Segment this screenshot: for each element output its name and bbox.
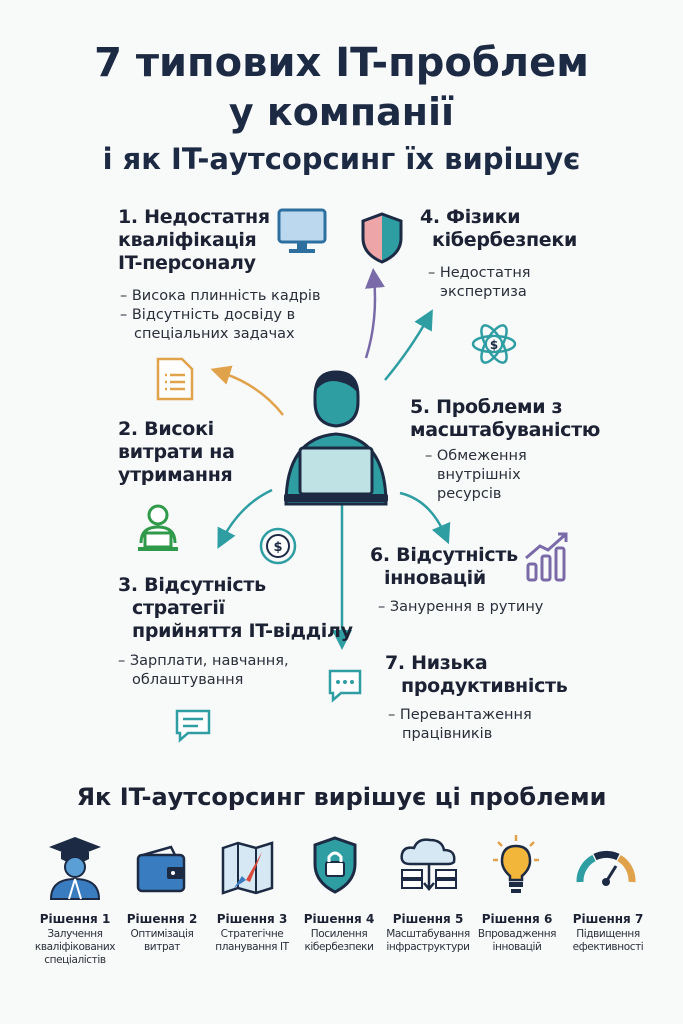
heading-line: інновацій [384,567,486,589]
solution-desc: Масштабування інфраструктури [386,928,470,953]
heading-line: 7. Низька [385,652,488,674]
shield-lock-icon [313,836,357,894]
heading-line: 3. Відсутність [118,574,266,596]
message-icon [175,709,211,743]
arrow-6 [399,491,451,545]
svg-text:$: $ [273,540,282,555]
problem-6-bullets: – Занурення в рутину [378,598,543,617]
heading-line: стратегії [132,597,225,619]
monitor-icon [277,208,327,253]
document-icon [156,357,194,401]
heading-line: прийняття IT-відділу [132,620,353,642]
solution-desc: Стратегічне планування IT [215,928,289,953]
problem-4-bullets: – Недостатня экспертиза [428,264,531,302]
problem-2-heading: 2. Високі витрати на утримання [118,418,235,487]
arrow-3 [217,488,273,549]
bullet: – Висока плинність кадрів [120,288,321,304]
solution-1: Рішення 1 Залучення кваліфікованих спеціа… [29,912,121,967]
heading-line: 1. Недостатня [118,206,270,228]
solution-title: Рішення 6 [481,912,553,926]
heading-line: 5. Проблеми з [410,396,563,418]
heading-line: масштабуваністю [410,419,601,441]
lightbulb-icon [493,835,539,893]
solution-desc: Посилення кібербезпеки [304,928,374,953]
solution-2: Рішення 2 Оптимізація витрат [116,912,208,954]
problem-6-heading: 6. Відсутність інновацій [370,544,518,590]
dollar-orbit-icon: $ [259,527,297,565]
problem-3-heading: 3. Відсутність стратегії прийняття IT-ві… [118,574,353,643]
problem-5-heading: 5. Проблеми з масштабуваністю [410,396,600,442]
growth-chart-icon [525,532,568,582]
heading-line: утримання [118,464,233,486]
bullet: спеціальних задачах [134,326,295,342]
connector-arrows [210,268,451,650]
heading-line: 2. Високі [118,418,214,440]
bullet: облаштування [132,672,244,688]
arrow-4b [384,309,433,381]
solution-title: Рішення 4 [303,912,375,926]
solution-title: Рішення 1 [39,912,111,926]
solution-4: Рішення 4 Посилення кібербезпеки [293,912,385,954]
bullet: – Недостатня [428,265,531,281]
wallet-icon [136,845,186,893]
problem-7-heading: 7. Низька продуктивність [385,652,568,698]
solution-5: Рішення 5 Масштабування інфраструктури [382,912,474,954]
arrow-4 [364,268,385,359]
atom-dollar-icon: $ [471,324,517,364]
chat-icon [328,669,362,703]
bullet: – Відсутність досвіду в [120,307,296,323]
solution-desc: Оптимізація витрат [130,928,194,953]
heading-line: IT-персоналу [118,252,256,274]
solutions-title: Як IT-аутсорсинг вирішує ці проблеми [76,783,607,811]
gauge-icon [576,850,636,886]
solution-6: Рішення 6 Впровадження інновацій [471,912,563,954]
svg-text:$: $ [490,338,498,352]
problem-1-bullets: – Висока плинність кадрів – Відсутність … [120,287,321,344]
bullet: – Зарплати, навчання, [118,653,289,669]
solution-desc: Впровадження інновацій [477,928,557,953]
solution-3: Рішення 3 Стратегічне планування IT [206,912,298,954]
heading-line: продуктивність [401,675,568,697]
heading-line: 6. Відсутність [370,544,518,566]
title-line-2: у компанії [228,90,455,134]
bullet: – Обмеження [425,448,527,464]
arrow-2 [210,365,284,416]
title-line-1: 7 типових IT-проблем [94,40,589,86]
solution-title: Рішення 2 [126,912,198,926]
solution-7: Рішення 7 Підвищення ефективності [562,912,654,954]
solution-desc: Підвищення ефективності [572,928,644,953]
bullet: ресурсів [437,486,502,502]
problem-3-bullets: – Зарплати, навчання, облаштування [118,652,289,690]
bullet: внутрішніх [437,467,521,483]
graduate-icon [49,837,101,900]
heading-line: витрати на [118,441,235,463]
problem-5-bullets: – Обмеження внутрішніх ресурсів [425,447,527,504]
solution-desc: Залучення кваліфікованих спеціалістів [34,928,116,966]
bullet: працівників [402,726,493,742]
map-compass-icon [221,841,274,895]
solution-title: Рішення 5 [392,912,464,926]
heading-line: кваліфікація [118,229,257,251]
title-line-3: і як IT-аутсорсинг їх вирішує [102,142,581,176]
solution-title: Рішення 3 [216,912,288,926]
problem-7-bullets: – Перевантаження працівників [388,706,532,744]
problem-4-heading: 4. Фізики кібербезпеки [420,206,577,252]
person-laptop-icon [138,504,178,551]
heading-line: кібербезпеки [432,229,577,251]
problem-1-heading: 1. Недостатня кваліфікація IT-персоналу [118,206,270,275]
solution-title: Рішення 7 [572,912,644,926]
bullet: – Перевантаження [388,707,532,723]
shield-icon [361,212,403,264]
cloud-server-icon [400,838,457,891]
bullet: экспертиза [440,284,527,300]
central-person-laptop-icon [284,370,388,506]
heading-line: 4. Фізики [420,206,521,228]
bullet: – Занурення в рутину [378,599,544,615]
